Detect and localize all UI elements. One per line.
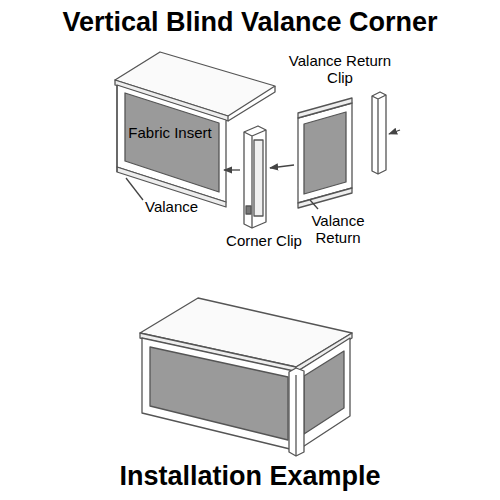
arrow	[224, 169, 240, 170]
installed-valance	[140, 298, 352, 456]
part-label: Valance Return	[296, 212, 380, 246]
leader-line	[126, 178, 143, 200]
caption: Installation Example	[0, 458, 500, 494]
part-label: Fabric Insert	[128, 124, 212, 141]
leader-line	[310, 200, 318, 209]
arrow	[270, 165, 294, 168]
corner-clip	[289, 368, 304, 456]
part-label: Valance	[145, 198, 215, 215]
valance-return-clip	[372, 92, 386, 174]
valance-return	[298, 98, 352, 208]
title: Vertical Blind Valance Corner	[0, 4, 500, 40]
arrow	[389, 130, 400, 134]
part-label: Valance Return Clip	[284, 52, 396, 86]
corner-clip	[244, 126, 266, 228]
part-label: Corner Clip	[222, 232, 306, 249]
